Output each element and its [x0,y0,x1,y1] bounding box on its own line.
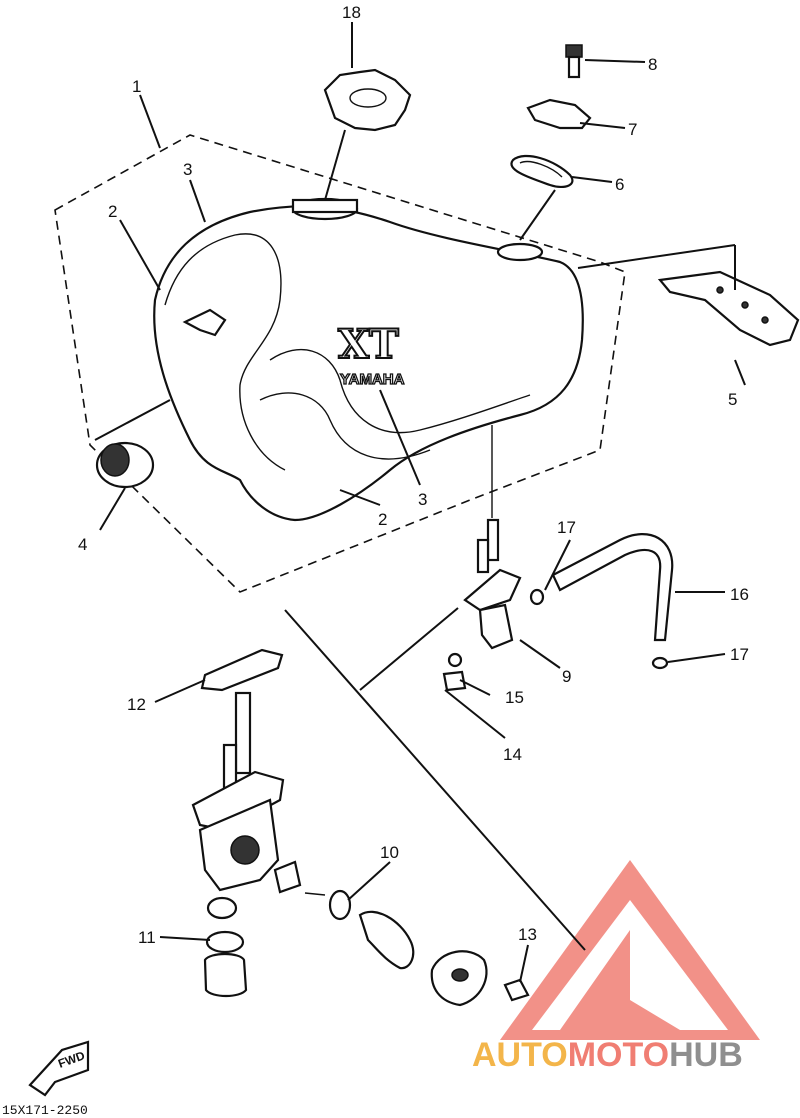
filter-cup-14 [442,670,467,692]
leader-lines [94,22,746,983]
callout-15: 15 [505,688,524,707]
screw-13 [503,978,530,1002]
svg-text:AUTOMOTOHUB: AUTOMOTOHUB [472,1036,743,1074]
callout-12: 12 [127,695,146,714]
grommet-4 [95,441,155,489]
fuel-tank: XT YAMAHA [153,197,584,522]
callout-1: 1 [132,77,141,96]
callouts: 1 2 2 3 3 4 5 6 7 8 9 10 11 12 13 14 15 … [78,3,749,947]
callout-9: 9 [562,667,571,686]
callout-17: 17 [730,645,749,664]
callout-3: 3 [183,160,192,179]
callout-8: 8 [648,55,657,74]
bolt-8 [565,44,583,79]
callout-17: 17 [557,518,576,537]
oring-10 [328,889,352,921]
callout-18: 18 [342,3,361,22]
callout-4: 4 [78,535,87,554]
reference-code: 15X171-2250 [2,1103,88,1118]
callout-14: 14 [503,745,522,764]
gasket-12 [200,648,284,692]
fuel-pipe-16 [551,533,674,642]
watermark-auto: AUTO [472,1036,568,1074]
callout-6: 6 [615,175,624,194]
watermark-moto: MOTO [568,1036,669,1074]
oring-11 [205,930,245,954]
callout-7: 7 [628,120,637,139]
clip-17-upper [529,588,545,606]
oring-15 [447,652,463,668]
fuel-cock-small [463,518,522,650]
callout-13: 13 [518,925,537,944]
callout-16: 16 [730,585,749,604]
callout-11: 11 [138,928,156,947]
callout-10: 10 [380,843,399,862]
lever [358,910,415,970]
callout-3: 3 [418,490,427,509]
oring-11-top [206,896,238,920]
watermark-logo: AUTOMOTOHUB [472,860,760,1074]
tank-sub-brand: YAMAHA [340,371,405,388]
fwd-arrow-icon: FWD [28,1040,90,1097]
watermark-hub: HUB [669,1036,743,1074]
lever-parts [273,860,302,894]
fuel-cock-large [191,691,285,892]
clip-17-lower [651,656,669,670]
callout-2: 2 [108,202,117,221]
damper-6 [510,155,574,189]
callout-2: 2 [378,510,387,529]
filter-cup [203,952,248,998]
emblem-5 [657,270,800,347]
tank-brand-logo: XT [338,321,399,368]
callout-5: 5 [728,390,737,409]
fuel-cap [323,68,412,132]
